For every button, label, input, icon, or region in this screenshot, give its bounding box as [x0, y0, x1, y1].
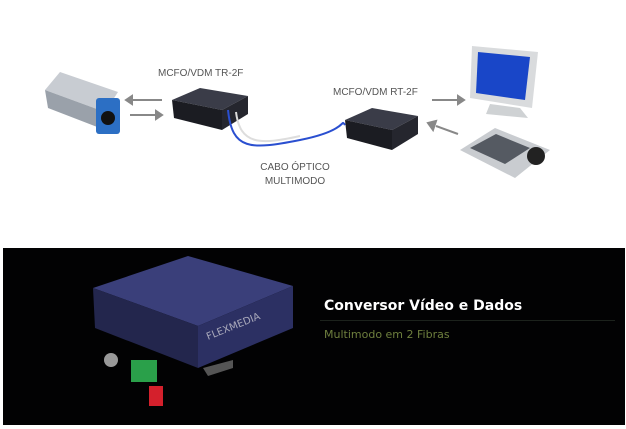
- arrows-left: [124, 94, 164, 121]
- fiber-connector: [149, 386, 163, 406]
- cable-label-1: CABO ÓPTICO: [260, 162, 330, 173]
- transmitter-label: MCFO/VDM TR-2F: [158, 68, 244, 79]
- transmitter-device-icon: [172, 88, 248, 130]
- product-subtitle: Multimodo em 2 Fibras: [324, 328, 450, 341]
- terminal-block: [131, 360, 157, 382]
- divider: [320, 320, 615, 321]
- product-title: Conversor Vídeo e Dados: [324, 298, 523, 314]
- product-banner: FLEXMEDIA Conversor Vídeo e Dados Multim…: [3, 248, 625, 425]
- arrows-right: [426, 94, 466, 135]
- fiber-cable: [227, 109, 346, 147]
- monitor-icon: [470, 46, 538, 118]
- receiver-device-icon: [345, 108, 418, 150]
- connection-diagram: [45, 46, 550, 178]
- device-image: FLEXMEDIA: [93, 256, 293, 406]
- cable-label-2: MULTIMODO: [264, 176, 326, 187]
- keyboard-controller-icon: [460, 128, 550, 178]
- camera-icon: [45, 72, 120, 134]
- receiver-label: MCFO/VDM RT-2F: [333, 87, 418, 98]
- bnc-connector: [104, 353, 118, 367]
